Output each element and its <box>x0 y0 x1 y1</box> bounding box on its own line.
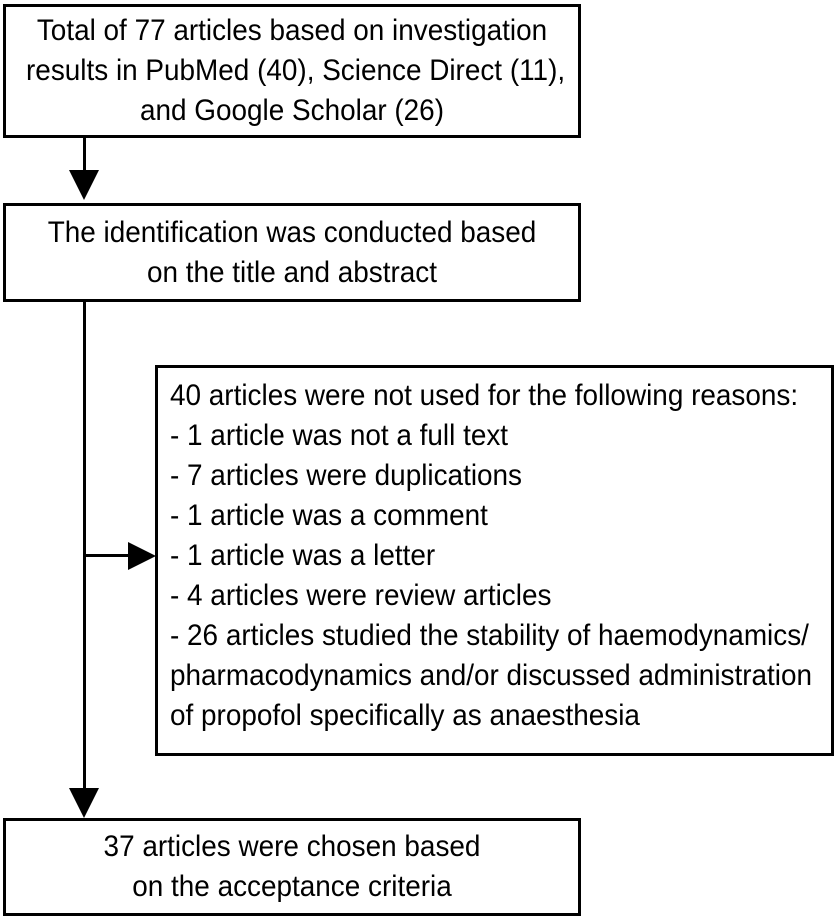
identification-line-2: on the title and abstract <box>146 255 438 289</box>
excluded-line-3: - 7 articles were duplications <box>170 459 523 492</box>
arrow-right-icon-identification-to-excluded <box>128 542 156 570</box>
total-articles-line-2: results in PubMed (40), Science Direct (… <box>26 54 566 87</box>
excluded-line-4: - 1 article was a comment <box>170 499 488 532</box>
total-articles-line-1: Total of 77 articles based on investigat… <box>36 14 548 47</box>
identification-box: The identification was conducted based o… <box>3 203 581 302</box>
connector-source-to-identification-line <box>83 138 86 170</box>
arrow-down-icon-source-to-identification <box>69 170 99 200</box>
excluded-line-2: - 1 article was not a full text <box>170 419 509 452</box>
excluded-line-6: - 4 articles were review articles <box>170 579 552 612</box>
total-articles-box: Total of 77 articles based on investigat… <box>3 4 581 138</box>
included-line-2: on the acceptance criteria <box>132 870 452 903</box>
connector-identification-to-excluded-line <box>86 554 140 557</box>
excluded-line-1: 40 articles were not used for the follow… <box>170 379 799 412</box>
excluded-line-9: of propofol specifically as anaesthesia <box>170 699 640 732</box>
excluded-articles-box: 40 articles were not used for the follow… <box>155 365 834 756</box>
identification-line-1: The identification was conducted based <box>47 215 537 249</box>
total-articles-line-3: and Google Scholar (26) <box>140 94 444 127</box>
arrow-down-icon-identification-to-included <box>69 788 99 818</box>
connector-identification-to-included-line <box>83 302 86 788</box>
included-line-1: 37 articles were chosen based <box>103 830 481 863</box>
excluded-line-7: - 26 articles studied the stability of h… <box>170 619 809 652</box>
excluded-line-8: pharmacodynamics and/or discussed admini… <box>170 659 813 692</box>
included-articles-box: 37 articles were chosen based on the acc… <box>3 818 581 916</box>
excluded-line-5: - 1 article was a letter <box>170 539 436 572</box>
